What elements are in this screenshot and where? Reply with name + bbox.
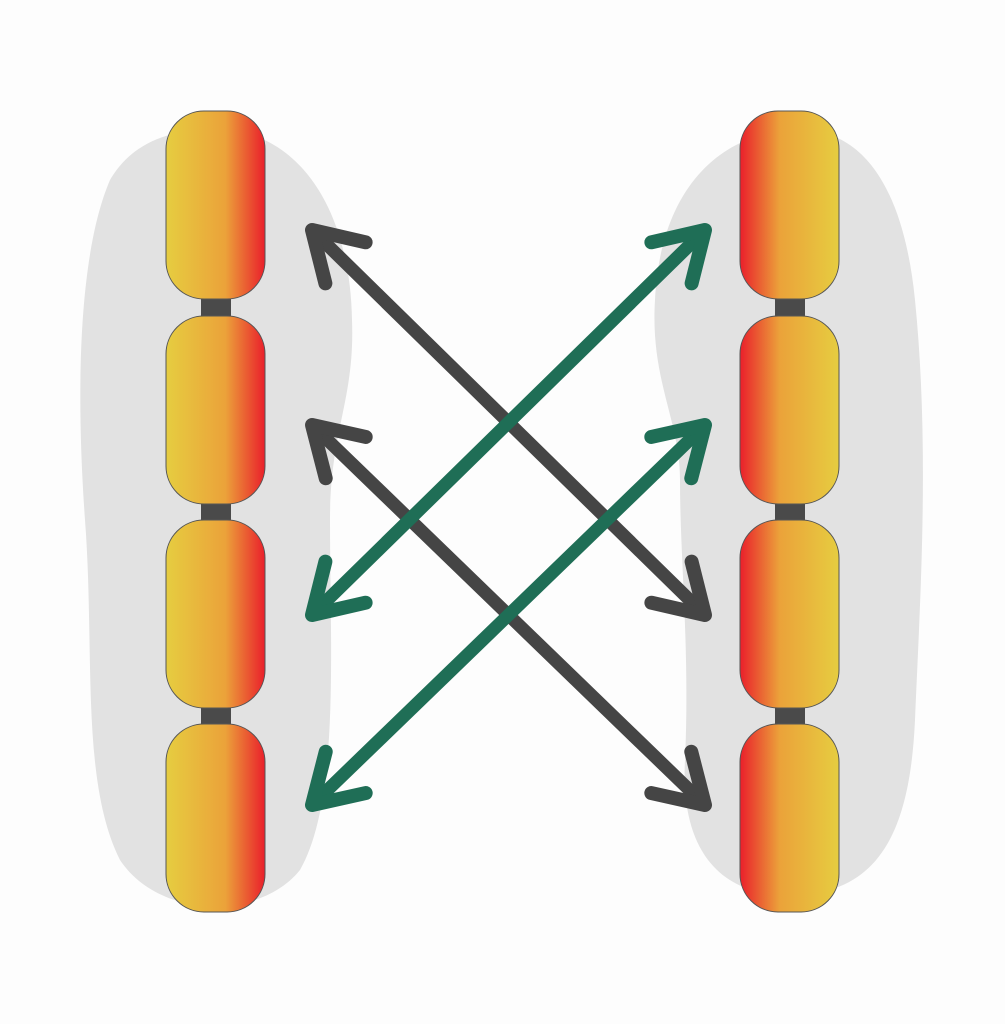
arrow-1-head-start-icon	[305, 418, 373, 486]
arrow-0-head-end-icon	[644, 554, 712, 622]
arrow-1-head-end-icon	[644, 744, 712, 812]
arrow-3-head-end-icon	[305, 744, 373, 812]
left-segment-1	[165, 315, 266, 505]
arrow-0-head-start-icon	[305, 223, 373, 291]
arrow-2-head-end-icon	[305, 554, 373, 622]
right-segment-1	[739, 315, 840, 505]
arrow-3-head-start-icon	[644, 418, 712, 486]
right-segment-2	[739, 519, 840, 709]
left-segment-3	[165, 723, 266, 913]
left-segment-2	[165, 519, 266, 709]
arrow-2-shaft	[305, 223, 712, 622]
arrow-3-shaft	[305, 418, 712, 812]
right-segment-3	[739, 723, 840, 913]
arrow-2-head-start-icon	[644, 223, 712, 291]
right-segment-0	[739, 110, 840, 300]
left-segment-0	[165, 110, 266, 300]
